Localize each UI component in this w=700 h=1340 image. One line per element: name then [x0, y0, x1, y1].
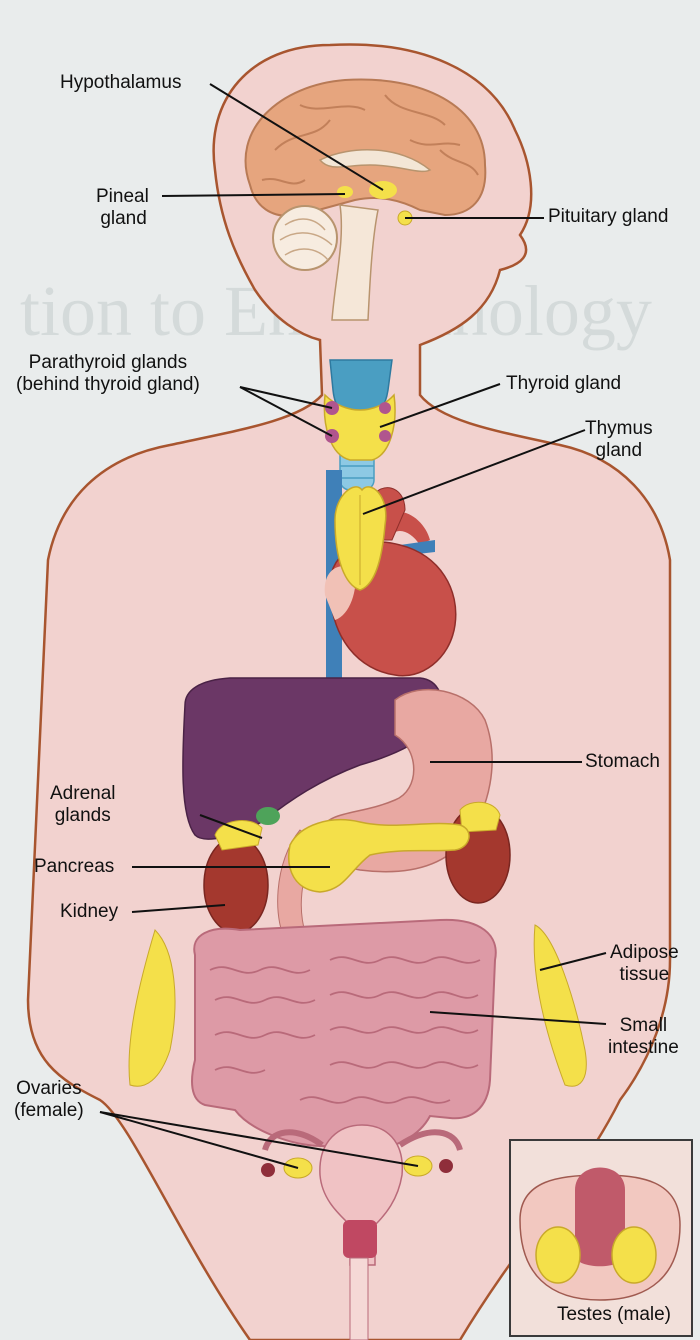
- label-ovaries-line1: Ovaries: [14, 1078, 84, 1100]
- vagina: [350, 1258, 368, 1340]
- label-hypothalamus: Hypothalamus: [60, 72, 181, 94]
- label-parathyroid-line2: (behind thyroid gland): [16, 374, 200, 396]
- gallbladder: [256, 807, 280, 825]
- fimbria-right: [439, 1159, 453, 1173]
- label-thymus-gland: Thymus gland: [585, 418, 653, 462]
- cervix: [343, 1220, 377, 1258]
- testis-left: [536, 1227, 580, 1283]
- label-pituitary-gland: Pituitary gland: [548, 206, 668, 228]
- label-pineal-gland: Pineal gland: [96, 186, 149, 230]
- label-adipose-tissue: Adipose tissue: [610, 942, 679, 986]
- pineal-gland-shape: [337, 186, 353, 198]
- label-parathyroid-glands: Parathyroid glands (behind thyroid gland…: [16, 352, 200, 396]
- label-adrenal-line1: Adrenal: [50, 783, 116, 805]
- label-thymus-line2: gland: [585, 440, 653, 462]
- label-ovaries: Ovaries (female): [14, 1078, 84, 1122]
- label-small-intestine: Small intestine: [608, 1015, 679, 1059]
- label-testes: Testes (male): [534, 1304, 694, 1326]
- fimbria-left: [261, 1163, 275, 1177]
- label-small-intestine-line1: Small: [608, 1015, 679, 1037]
- label-adrenal-glands: Adrenal glands: [50, 783, 116, 827]
- label-adrenal-line2: glands: [50, 805, 116, 827]
- parathyroid-right-lower: [379, 430, 391, 442]
- label-ovaries-line2: (female): [14, 1100, 84, 1122]
- label-kidney: Kidney: [60, 901, 118, 923]
- label-pineal-line1: Pineal: [96, 186, 149, 208]
- testis-right: [612, 1227, 656, 1283]
- label-thymus-line1: Thymus: [585, 418, 653, 440]
- kidney-left: [204, 837, 268, 933]
- label-adipose-line1: Adipose: [610, 942, 679, 964]
- label-pineal-line2: gland: [96, 208, 149, 230]
- label-stomach: Stomach: [585, 751, 660, 773]
- label-pancreas: Pancreas: [34, 856, 114, 878]
- label-thyroid-gland: Thyroid gland: [506, 373, 621, 395]
- parathyroid-right-upper: [379, 402, 391, 414]
- label-parathyroid-line1: Parathyroid glands: [16, 352, 200, 374]
- label-small-intestine-line2: intestine: [608, 1037, 679, 1059]
- label-adipose-line2: tissue: [610, 964, 679, 986]
